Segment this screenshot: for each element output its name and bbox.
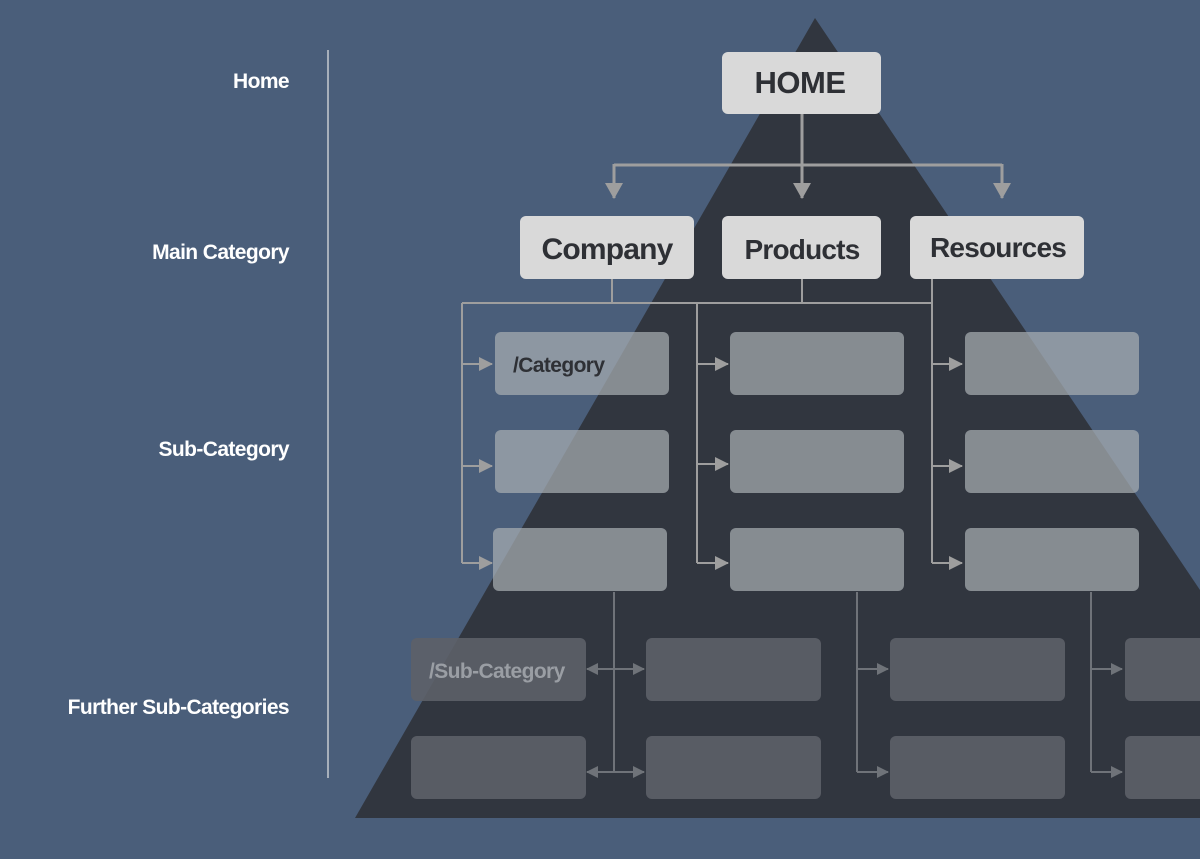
- resources-label: Resources: [930, 232, 1066, 263]
- pyramid-shape: [355, 18, 1200, 818]
- level-divider: [327, 50, 329, 778]
- products-label: Products: [745, 234, 860, 265]
- connectors-home-main: [605, 113, 1011, 199]
- sub-box: [730, 332, 904, 395]
- sub-box: [965, 528, 1139, 591]
- level-label-home: Home: [233, 70, 290, 93]
- resources-node: [910, 216, 1084, 279]
- further-box: [411, 736, 586, 799]
- sub-box: [965, 332, 1139, 395]
- further-sub-category-label: /Sub-Category: [429, 660, 566, 683]
- home-label: HOME: [755, 65, 846, 100]
- sub-category-label: /Category: [513, 354, 605, 377]
- level-label-further-sub-categories: Further Sub-Categories: [67, 696, 290, 719]
- products-node: [722, 216, 881, 279]
- further-box: [646, 736, 821, 799]
- level-label-main-category: Main Category: [152, 241, 290, 264]
- connectors-sub-further: [586, 592, 1123, 778]
- company-label: Company: [541, 233, 673, 266]
- sub-box: [495, 430, 669, 493]
- sub-box: [495, 332, 669, 395]
- further-box: [1125, 638, 1200, 701]
- further-box: [646, 638, 821, 701]
- further-box: [890, 736, 1065, 799]
- home-node: [722, 52, 881, 114]
- sub-box: [730, 528, 904, 591]
- level-label-sub-category: Sub-Category: [158, 438, 290, 461]
- further-sub-category-boxes: [411, 638, 1200, 799]
- further-box: [411, 638, 586, 701]
- sub-box: [493, 528, 667, 591]
- sub-box: [965, 430, 1139, 493]
- sub-category-boxes: [493, 332, 1139, 591]
- connectors-main-sub: [461, 279, 963, 570]
- further-box: [1125, 736, 1200, 799]
- company-node: [520, 216, 694, 279]
- sub-box: [730, 430, 904, 493]
- main-category-boxes: [520, 216, 1084, 279]
- further-box: [890, 638, 1065, 701]
